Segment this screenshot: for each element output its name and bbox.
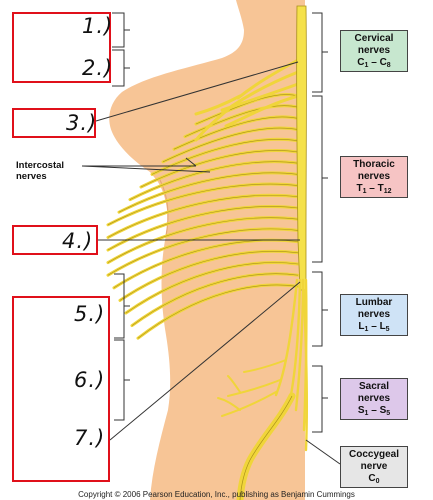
thoracic-nerves-label: Thoracic nerves T1 – T12 xyxy=(340,156,408,198)
intercostal-nerve-outline xyxy=(131,273,299,326)
coccygeal-nerve-label: Coccygeal nerve C0 xyxy=(340,446,408,488)
body-silhouette xyxy=(109,0,306,500)
answer-label-3: 3.) xyxy=(66,111,98,135)
intercostal-nerve-outline xyxy=(195,94,299,125)
answer-label-5: 5.) xyxy=(74,302,106,326)
spinal-cord xyxy=(296,5,307,291)
answer-box-3 xyxy=(12,108,96,138)
copyright-notice: Copyright © 2006 Pearson Education, Inc.… xyxy=(78,490,355,499)
intercostal-nerve-outline xyxy=(107,183,299,226)
intercostal-nerve-outline xyxy=(137,284,299,339)
answer-box-bottom xyxy=(12,296,110,482)
cervical-nerves-label: Cervical nerves C1 – C8 xyxy=(340,30,408,72)
cauda-equina xyxy=(274,278,309,452)
answer-label-2: 2.) xyxy=(82,56,114,80)
intercostal-nerve-outline xyxy=(184,105,299,137)
answer-label-4: 4.) xyxy=(62,229,94,253)
answer-label-1: 1.) xyxy=(82,14,114,38)
lumbar-nerves-label: Lumbar nerves L1 – L5 xyxy=(340,294,408,336)
answer-box-4 xyxy=(12,225,98,255)
intercostal-nerve-outline xyxy=(107,195,299,238)
bracket-lines xyxy=(112,12,328,433)
intercostal-nerve-outline xyxy=(118,172,299,213)
intercostal-nerve-outline xyxy=(129,161,299,200)
leader-lines xyxy=(81,61,341,465)
answer-label-6: 6.) xyxy=(74,368,106,392)
intercostal-nerve-outline xyxy=(162,127,299,163)
intercostal-nerve-outline xyxy=(125,262,299,314)
intercostal-nerve-outline xyxy=(140,150,299,188)
brachial-plexus xyxy=(194,58,300,142)
intercostal-nerve-outline xyxy=(119,251,299,301)
intercostal-nerve-outline xyxy=(107,217,299,263)
answer-box-top xyxy=(12,12,111,83)
intercostal-nerve-outline xyxy=(173,116,299,150)
pelvic-branches xyxy=(217,359,287,417)
intercostal-nerves-label: Intercostal nerves xyxy=(16,160,65,182)
sacral-nerves-label: Sacral nerves S1 – S5 xyxy=(340,378,408,420)
intercostal-nerve-outline xyxy=(107,228,299,276)
intercostal-nerve-outline xyxy=(107,206,299,251)
answer-label-7: 7.) xyxy=(74,426,106,450)
